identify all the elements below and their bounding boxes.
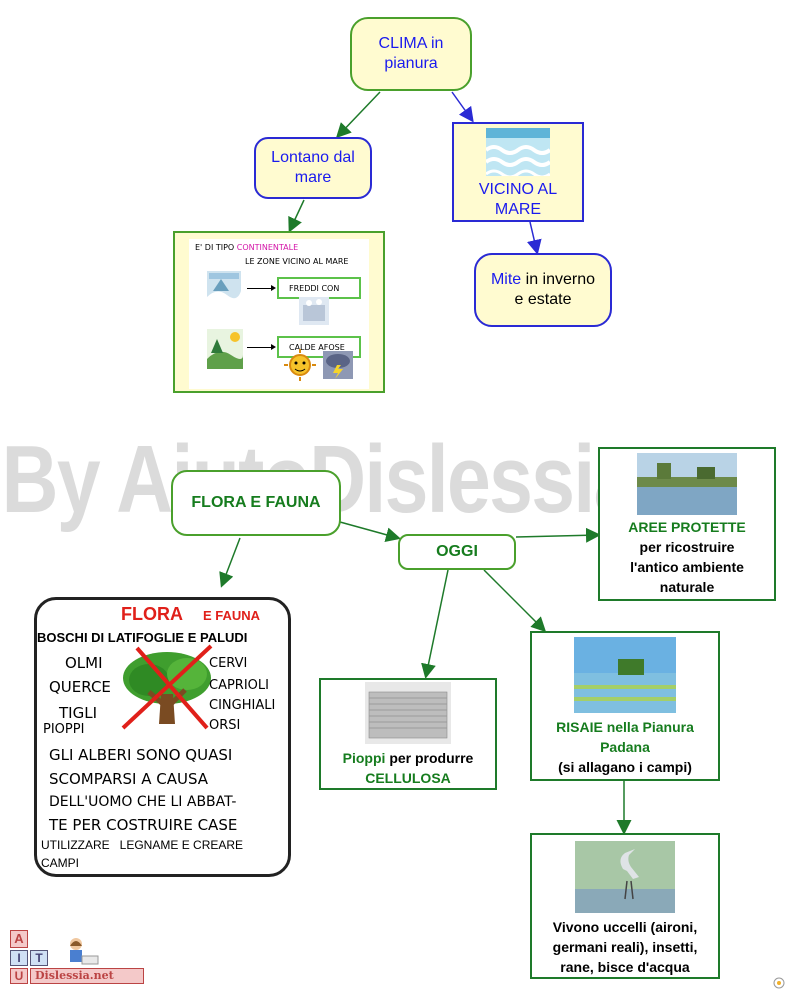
sun-icon bbox=[283, 349, 317, 381]
node-oggi-label: OGGI bbox=[436, 543, 478, 560]
storm-icon bbox=[323, 351, 353, 379]
animal-4: ORSI bbox=[209, 718, 241, 733]
arrow-lontano-card bbox=[288, 199, 305, 233]
sea-waves-icon bbox=[486, 128, 550, 176]
animal-2: CAPRIOLI bbox=[209, 678, 269, 693]
logo-letter-t: T bbox=[30, 950, 48, 966]
card-subtitle: LE ZONE VICINO AL MARE bbox=[245, 257, 349, 266]
node-risaie-line1: RISAIE nella Pianura bbox=[556, 719, 694, 735]
node-mite-line2: e estate bbox=[514, 291, 572, 308]
rice-field-photo bbox=[574, 637, 676, 713]
node-pioppi[interactable]: Pioppi per produrre CELLULOSA bbox=[319, 678, 497, 790]
animal-3: CINGHIALI bbox=[209, 698, 276, 713]
arrow-oggi-pioppi bbox=[421, 569, 449, 679]
card-row2: CALDE AFOSE bbox=[277, 336, 361, 358]
node-vivono-line2: germani reali), insetti, bbox=[552, 939, 698, 955]
paper-stack-photo bbox=[365, 682, 451, 744]
flora-footer-1: UTILIZZARE LEGNAME E CREARE bbox=[41, 838, 244, 852]
flora-text-1: GLI ALBERI SONO QUASI bbox=[49, 746, 233, 764]
arrow-vicino-mite bbox=[526, 221, 542, 255]
tree-2: QUERCE bbox=[49, 678, 111, 696]
node-clima[interactable]: CLIMA in pianura bbox=[350, 17, 472, 91]
node-mite[interactable]: Mite in inverno e estate bbox=[474, 253, 612, 327]
arrow-flora-card bbox=[219, 537, 241, 588]
node-vivono-line3: rane, bisce d'acqua bbox=[560, 959, 690, 975]
aiutodislessia-logo: A I T U Dislessia.net bbox=[8, 924, 148, 986]
heron-photo bbox=[575, 841, 675, 913]
lake-photo bbox=[637, 453, 737, 515]
logo-letter-a: A bbox=[10, 930, 28, 948]
node-risaie[interactable]: RISAIE nella Pianura Padana (si allagano… bbox=[530, 631, 720, 781]
flora-subheading: BOSCHI DI LATIFOGLIE E PALUDI bbox=[37, 630, 248, 645]
logo-site: Dislessia.net bbox=[30, 968, 144, 984]
node-flora-fauna[interactable]: FLORA E FAUNA bbox=[171, 470, 341, 536]
flora-text-3: DELL'UOMO CHE LI ABBAT- bbox=[49, 794, 237, 810]
logo-letter-u: U bbox=[10, 968, 28, 984]
snow-icon bbox=[299, 297, 329, 325]
node-pioppi-word: Pioppi bbox=[342, 750, 386, 766]
flora-heading: FLORA bbox=[121, 604, 183, 624]
node-aree-line4: naturale bbox=[659, 579, 715, 595]
card-title-prefix: E' DI TIPO bbox=[195, 243, 235, 252]
node-clima-line2: pianura bbox=[384, 55, 438, 72]
node-lontano[interactable]: Lontano dal mare bbox=[254, 137, 372, 199]
node-mite-rest: in inverno bbox=[521, 271, 596, 288]
node-flora-fauna-label: FLORA E FAUNA bbox=[191, 494, 321, 511]
node-oggi[interactable]: OGGI bbox=[398, 534, 516, 570]
winter-landscape-icon bbox=[207, 271, 241, 305]
node-pioppi-line2: CELLULOSA bbox=[365, 770, 451, 786]
node-pioppi-rest: per produrre bbox=[385, 750, 474, 766]
node-aree-line1: AREE PROTETTE bbox=[628, 519, 746, 535]
tree-1: OLMI bbox=[65, 654, 103, 672]
node-aree[interactable]: AREE PROTETTE per ricostruire l'antico a… bbox=[598, 447, 776, 601]
arrow-clima-lontano bbox=[335, 91, 381, 139]
logo-letter-i: I bbox=[10, 950, 28, 966]
summer-landscape-icon bbox=[207, 329, 243, 369]
node-aree-line3: l'antico ambiente bbox=[630, 559, 744, 575]
arrow-oggi-risaie bbox=[483, 569, 547, 633]
node-risaie-line2: Padana bbox=[600, 739, 650, 755]
continental-card: E' DI TIPO CONTINENTALE LE ZONE VICINO A… bbox=[173, 231, 385, 393]
corner-mark-icon bbox=[772, 976, 786, 990]
flora-card: FLORA E FAUNA BOSCHI DI LATIFOGLIE E PAL… bbox=[34, 597, 291, 877]
tree-3: TIGLI bbox=[59, 704, 97, 722]
card-title-word: CONTINENTALE bbox=[236, 243, 299, 252]
node-risaie-line3: (si allagano i campi) bbox=[558, 759, 692, 775]
node-lontano-line1: Lontano dal bbox=[271, 149, 355, 166]
card-row1: FREDDI CON bbox=[277, 277, 361, 299]
node-lontano-line2: mare bbox=[294, 169, 332, 186]
arrow-clima-vicino bbox=[451, 91, 474, 123]
node-aree-line2: per ricostruire bbox=[639, 539, 735, 555]
animal-1: CERVI bbox=[209, 656, 248, 671]
node-vivono[interactable]: Vivono uccelli (aironi, germani reali), … bbox=[530, 833, 720, 979]
fauna-heading: E FAUNA bbox=[203, 608, 261, 623]
child-reading-icon bbox=[64, 936, 100, 966]
tree-4: PIOPPI bbox=[43, 722, 85, 737]
node-vicino-line1: VICINO AL bbox=[478, 181, 558, 198]
node-vivono-line1: Vivono uccelli (aironi, bbox=[552, 919, 698, 935]
flora-footer-2: CAMPI bbox=[41, 856, 80, 870]
node-vicino-line2: MARE bbox=[494, 201, 542, 218]
crossed-tree-icon bbox=[119, 644, 215, 730]
node-clima-line1: CLIMA in bbox=[378, 35, 444, 52]
flora-text-2: SCOMPARSI A CAUSA bbox=[49, 770, 209, 788]
node-mite-word: Mite bbox=[490, 271, 522, 288]
flora-text-4: TE PER COSTRUIRE CASE bbox=[49, 816, 238, 834]
node-vicino[interactable]: VICINO AL MARE bbox=[452, 122, 584, 222]
